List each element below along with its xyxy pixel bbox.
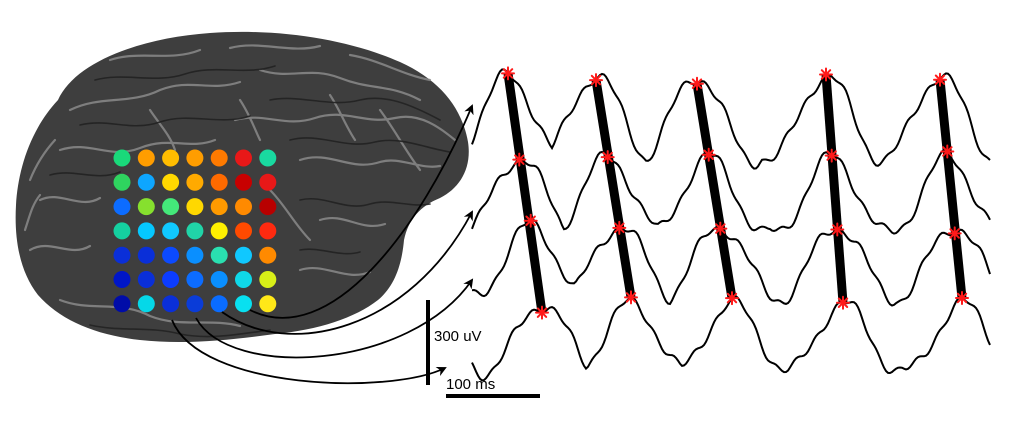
electrode-7-7 [259,295,277,313]
eeg-trace-4 [471,295,991,382]
electrode-1-2 [137,149,155,167]
electrode-6-2 [137,271,155,288]
peak-marker-4-2 [624,290,638,305]
electrode-3-4 [186,198,204,216]
electrode-5-4 [186,246,204,264]
peak-marker-2-5 [940,144,955,159]
electrode-1-3 [162,149,180,167]
peak-marker-2-3 [701,147,716,162]
electrode-3-5 [210,198,228,216]
peak-marker-3-4 [830,222,845,237]
electrode-5-7 [259,246,277,264]
phase-bar-4 [821,74,848,304]
electrode-7-3 [162,295,180,313]
electrode-1-7 [259,149,277,167]
electrode-7-4 [186,295,204,313]
electrode-2-4 [186,173,204,191]
eeg-trace-1 [471,68,991,170]
electrode-7-6 [235,295,252,313]
voltage-scale-label: 300 uV [434,328,482,345]
peak-marker-3-5 [947,226,962,241]
phase-bar-3 [692,82,737,299]
arrow-trace-4 [171,319,447,385]
electrode-2-2 [137,173,155,191]
electrode-4-1 [113,222,131,240]
peak-marker-4-4 [836,295,850,310]
electrode-3-2 [137,198,155,216]
eeg-traces [471,68,991,382]
arrow-trace-1 [249,104,474,319]
eeg-trace-2 [471,148,991,235]
electrode-5-5 [210,246,228,264]
electrode-3-1 [113,198,131,216]
electrode-2-6 [235,173,252,191]
electrode-7-2 [137,295,155,313]
electrode-4-6 [235,222,252,240]
peak-marker-2-2 [600,150,615,165]
peak-marker-3-3 [713,221,728,236]
electrode-4-2 [137,222,155,240]
electrode-6-7 [259,271,277,288]
electrode-7-5 [210,295,228,313]
electrode-1-5 [210,149,228,167]
peak-marker-4-3 [725,291,739,306]
peak-marker-3-1 [523,213,538,228]
electrode-arrows [171,104,474,385]
peak-marker-1-1 [501,66,515,81]
eeg-trace-3 [471,219,991,307]
electrode-5-2 [137,246,155,264]
electrode-6-5 [210,271,228,288]
electrode-6-4 [186,271,204,288]
scale-bars: 300 uV 100 ms [426,300,540,398]
electrode-4-5 [210,222,228,240]
electrode-7-1 [113,295,131,313]
phase-bar-1 [503,72,547,314]
peak-marker-4-1 [535,305,549,320]
electrode-grid [113,149,277,313]
peak-marker-2-4 [824,148,839,163]
electrode-4-7 [259,222,277,240]
electrode-6-3 [162,271,180,288]
electrode-5-3 [162,246,180,264]
brain-sulci [49,65,451,338]
electrode-1-4 [186,149,204,167]
electrode-5-6 [235,246,252,264]
peak-marker-4-5 [955,291,969,305]
electrode-6-6 [235,271,252,288]
peak-marker-1-5 [933,72,947,87]
peak-marker-1-3 [690,76,704,91]
arrow-trace-3 [195,278,474,359]
electrode-1-1 [113,149,131,167]
peak-marker-1-2 [589,73,603,88]
electrode-2-3 [162,173,180,191]
electrode-3-7 [259,198,277,216]
phase-bar-2 [591,79,636,299]
peak-marker-2-1 [512,152,527,167]
phase-bar-5 [935,79,967,299]
electrode-1-6 [235,149,252,167]
electrode-4-3 [162,222,180,240]
phase-alignment-bars [503,72,967,314]
electrode-2-1 [113,173,131,191]
electrode-2-7 [259,173,277,191]
time-scale-label: 100 ms [446,376,495,393]
electrode-3-3 [162,198,180,216]
electrode-3-6 [235,198,252,216]
peak-marker-3-2 [612,220,627,235]
peak-markers [501,66,969,320]
peak-marker-1-4 [819,67,833,82]
electrode-2-5 [210,173,228,191]
electrode-4-4 [186,222,204,240]
arrow-trace-2 [221,210,473,335]
electrode-6-1 [113,271,131,288]
electrode-5-1 [113,246,131,264]
brain-gyri [23,44,457,328]
